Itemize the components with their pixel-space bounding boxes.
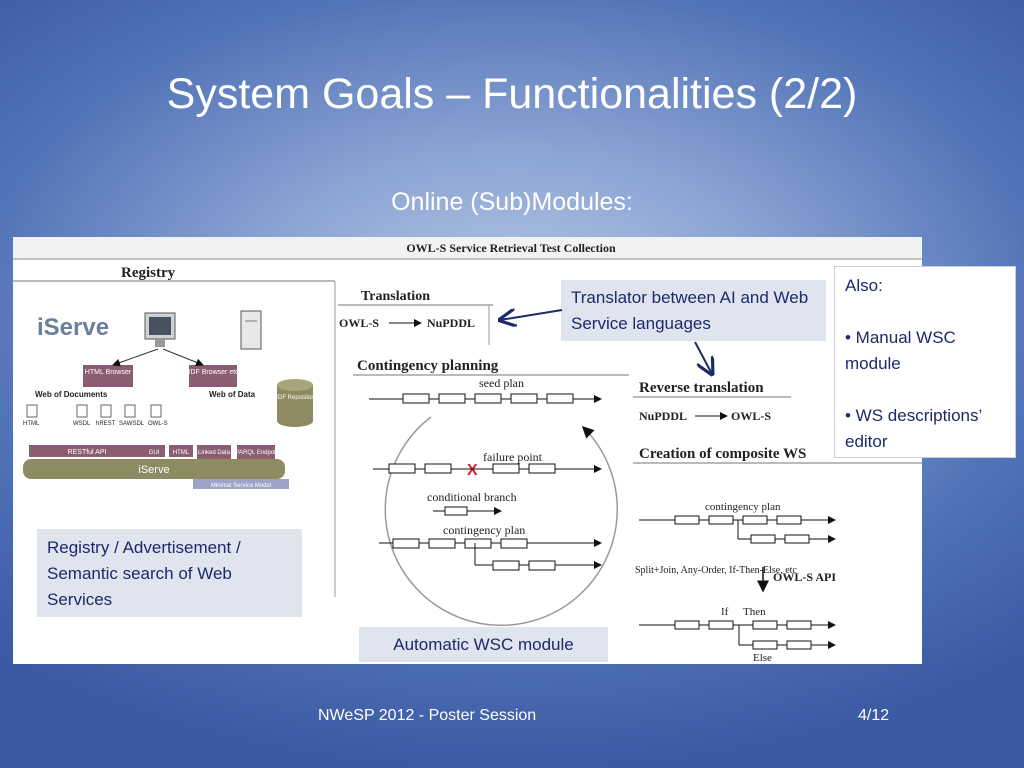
if-label: If — [721, 606, 729, 618]
translation-to: NuPDDL — [427, 316, 475, 330]
arrow-to-reverse — [694, 341, 712, 374]
slide-subtitle: Online (Sub)Modules: — [391, 188, 633, 216]
iserve-logo-text: iServe — [37, 314, 109, 341]
composite-plan-label: contingency plan — [705, 501, 781, 513]
also-title: Also: — [845, 276, 883, 295]
linked-data-box: Linked Data — [198, 450, 231, 456]
footer-text: NWeSP 2012 - Poster Session — [318, 707, 537, 724]
also-item-ws-editor: • WS descriptions’ editor — [845, 406, 982, 451]
reverse-from: NuPDDL — [639, 409, 687, 423]
else-label: Else — [753, 652, 772, 664]
document-icons — [26, 404, 162, 418]
file-type-hrest: hREST — [96, 421, 116, 427]
contingency-heading: Contingency planning — [357, 358, 499, 374]
callout-arrows — [480, 270, 740, 380]
also-item-manual-wsc: • Manual WSC module — [845, 328, 956, 373]
failure-chain — [373, 463, 602, 474]
monitor-icon — [144, 312, 176, 347]
minimal-service-model: Minimal Service Model — [211, 483, 271, 489]
contingency-plan-chain — [379, 538, 602, 571]
planning-circle — [384, 416, 618, 627]
seed-plan-label: seed plan — [479, 376, 524, 390]
rdf-browser-box: RDF Browser etc. — [185, 369, 240, 376]
rdf-repository-label: RDF Repository — [274, 395, 317, 401]
web-of-data-label: Web of Data — [209, 390, 256, 399]
html-box: HTML — [173, 450, 190, 456]
reverse-to: OWL-S — [731, 409, 771, 423]
gui-box: GUI — [149, 450, 160, 456]
figure-header: OWL-S Service Retrieval Test Collection — [406, 241, 616, 255]
conditional-branch-label: conditional branch — [427, 490, 517, 504]
rdf-repository-icon — [277, 379, 313, 427]
arrow-to-translation — [500, 310, 563, 320]
translation-from: OWL-S — [339, 316, 379, 330]
web-of-documents-label: Web of Documents — [35, 390, 108, 399]
sparql-endpoint-box: SPARQL Endpoint — [231, 450, 280, 456]
then-label: Then — [743, 606, 766, 618]
composite-heading: Creation of composite WS — [639, 446, 806, 462]
failure-mark: X — [467, 462, 478, 479]
owls-api-label: OWL-S API — [773, 570, 836, 584]
slide-title: System Goals – Functionalities (2/2) — [166, 70, 858, 118]
page-number: 4/12 — [858, 707, 890, 724]
registry-heading: Registry — [121, 265, 176, 281]
composite-plan-chain — [639, 515, 836, 544]
file-type-html: HTML — [23, 421, 40, 427]
file-type-wsdl: WSDL — [73, 421, 91, 427]
iserve-bar: iServe — [138, 464, 169, 476]
conditional-branch-chain — [433, 506, 502, 516]
failure-point-label: failure point — [483, 450, 543, 464]
translation-heading: Translation — [361, 289, 430, 304]
automatic-wsc-callout: Automatic WSC module — [359, 627, 608, 662]
file-type-owls: OWL-S — [148, 421, 168, 427]
restful-api-box: RESTful API — [68, 449, 107, 456]
also-box: Also: • Manual WSC module • WS descripti… — [834, 266, 1016, 458]
html-browser-box: HTML Browser — [85, 369, 132, 376]
contingency-plan-label: contingency plan — [443, 523, 525, 537]
seed-plan-chain — [369, 393, 602, 404]
constructs-label: Split+Join, Any-Order, If-Then-Else, etc — [635, 565, 797, 576]
reverse-heading: Reverse translation — [639, 380, 764, 396]
server-icon — [240, 310, 262, 350]
if-then-else-chain — [639, 620, 836, 650]
iserve-logo: iServe — [37, 314, 109, 341]
registry-callout: Registry / Advertisement / Semantic sear… — [37, 529, 302, 617]
file-type-sawsdl: SAWSDL — [119, 421, 145, 427]
translator-callout: Translator between AI and Web Service la… — [561, 280, 826, 341]
